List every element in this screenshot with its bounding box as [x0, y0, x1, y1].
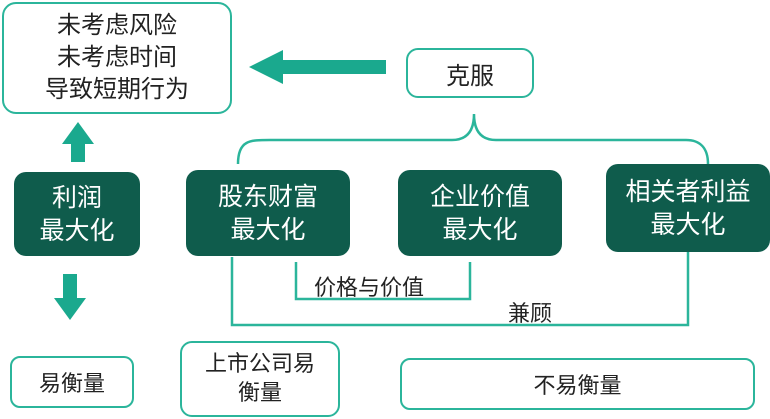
- shareholder-wealth-box: 股东财富 最大化: [186, 170, 350, 256]
- overcome-box: 克服: [406, 48, 534, 98]
- profit-maximization-text: 利润 最大化: [39, 183, 115, 245]
- price-value-label: 价格与价值: [314, 276, 425, 301]
- hard-to-measure-box: 不易衡量: [400, 358, 755, 410]
- brace: [236, 113, 710, 165]
- stakeholder-interest-text: 相关者利益 最大化: [625, 177, 751, 239]
- down-arrow: [54, 274, 86, 320]
- shareholder-wealth-text: 股东财富 最大化: [217, 182, 318, 244]
- listed-company-text: 上市公司易 衡量: [204, 351, 315, 406]
- enterprise-value-text: 企业价值 最大化: [429, 182, 530, 244]
- easy-to-measure-box: 易衡量: [10, 356, 134, 408]
- balance-label: 兼顾: [508, 302, 553, 327]
- stakeholder-interest-box: 相关者利益 最大化: [606, 164, 770, 252]
- drawbacks-box: 未考虑风险 未考虑时间 导致短期行为: [2, 2, 232, 114]
- price-value-bracket: [294, 262, 472, 301]
- profit-maximization-box: 利润 最大化: [14, 172, 140, 256]
- balance-bracket: [230, 252, 690, 327]
- hard-to-measure-text: 不易衡量: [533, 374, 622, 399]
- up-arrow: [62, 122, 94, 162]
- listed-company-box: 上市公司易 衡量: [180, 341, 340, 417]
- overcome-text: 克服: [446, 61, 494, 90]
- easy-to-measure-text: 易衡量: [38, 372, 105, 397]
- enterprise-value-box: 企业价值 最大化: [398, 170, 562, 256]
- drawbacks-text: 未考虑风险 未考虑时间 导致短期行为: [45, 11, 189, 103]
- left-arrow: [249, 50, 386, 84]
